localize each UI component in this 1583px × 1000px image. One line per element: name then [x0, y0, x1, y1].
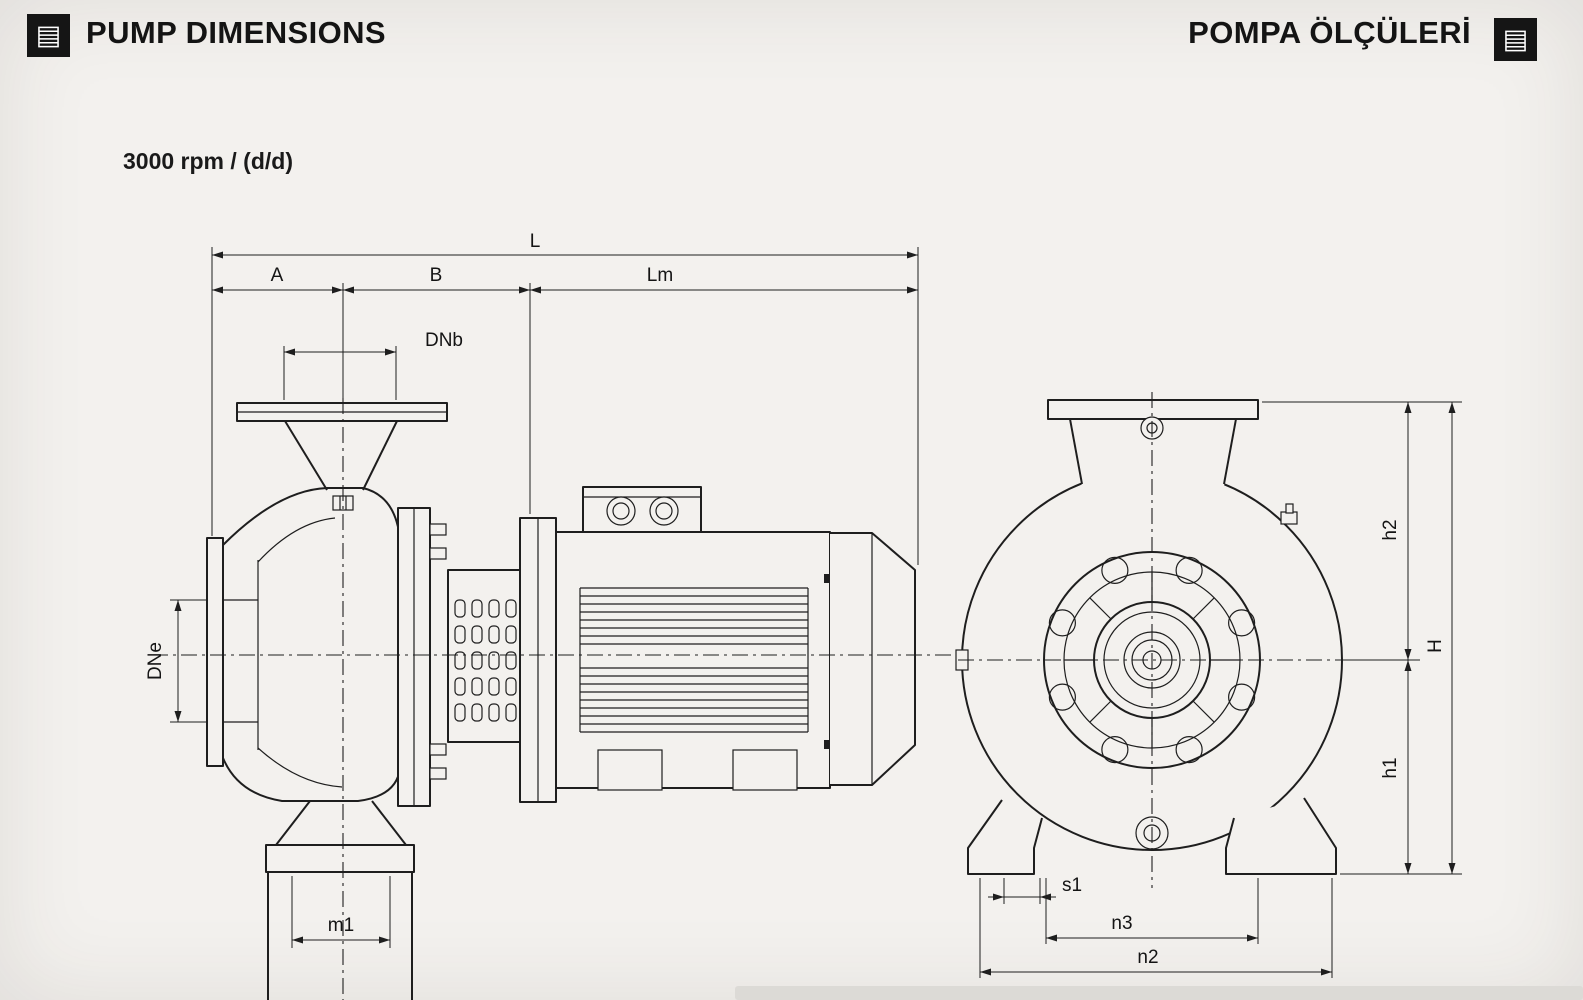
lantern-grille — [454, 599, 517, 722]
dim-label-H: H — [1425, 639, 1446, 653]
document-icon-glyph: ▤ — [1502, 24, 1529, 54]
speed-label: 3000 rpm / (d/d) — [123, 148, 293, 174]
document-icon: ▤ — [27, 14, 70, 57]
motor-foot — [732, 749, 798, 791]
volute-casing — [222, 487, 401, 802]
suction-flange — [206, 537, 224, 767]
discharge-flange-front — [1047, 399, 1259, 420]
dim-label-h2: h2 — [1380, 519, 1401, 540]
dim-label-DNe: DNe — [145, 642, 166, 680]
pump-side-view: L A B Lm DNb DNe — [145, 231, 955, 1000]
lantern-housing — [447, 569, 521, 743]
terminal-box — [582, 486, 702, 533]
page-title-tr: POMPA ÖLÇÜLERİ — [1188, 15, 1471, 50]
motor-foot — [597, 749, 663, 791]
motor-fins — [579, 587, 809, 733]
dim-label-n2: n2 — [1137, 947, 1158, 968]
casing-foot-left — [967, 799, 1043, 875]
dim-label-B: B — [430, 265, 443, 286]
casing-foot-right — [1225, 797, 1337, 875]
dim-label-m1: m1 — [328, 915, 354, 936]
dim-label-DNb: DNb — [425, 330, 463, 351]
pump-foot — [265, 844, 415, 873]
dim-label-Lm: Lm — [647, 265, 673, 286]
document-icon: ▤ — [1494, 18, 1537, 61]
side-view-dimensions: L A B Lm DNb DNe — [145, 231, 919, 948]
front-view-dimensions: h2 h1 H s1 n3 — [979, 401, 1462, 978]
dim-label-L: L — [530, 231, 541, 252]
document-icon-glyph: ▤ — [35, 20, 62, 50]
pump-front-view: h2 h1 H s1 n3 — [955, 392, 1462, 978]
dim-label-s1: s1 — [1062, 875, 1082, 896]
dim-label-A: A — [271, 265, 284, 286]
dim-label-n3: n3 — [1111, 913, 1132, 934]
dim-label-h1: h1 — [1380, 757, 1401, 778]
page-title-en: PUMP DIMENSIONS — [86, 15, 386, 50]
bottom-page-strip — [735, 986, 1583, 1000]
